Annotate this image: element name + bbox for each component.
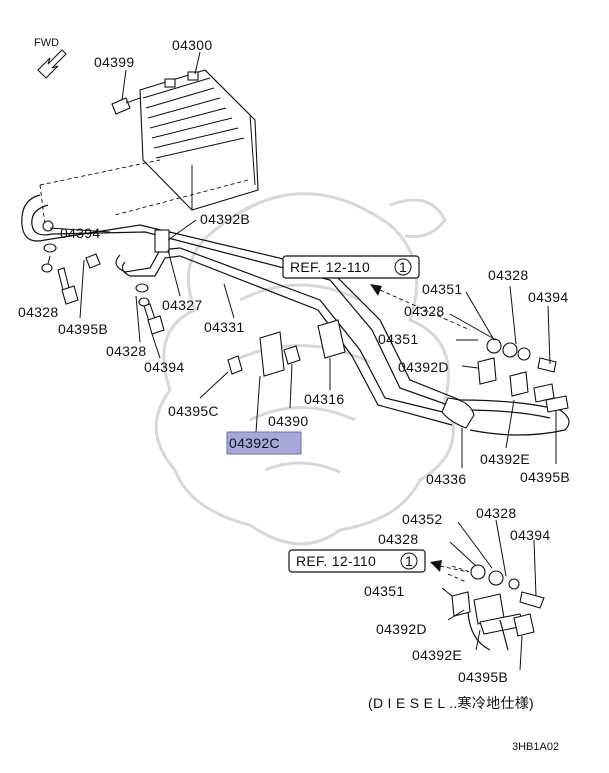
- hose-04336: [441, 397, 475, 429]
- bolt-04399: [111, 97, 141, 115]
- label-04328-b[interactable]: 04328: [106, 343, 146, 359]
- label-04352[interactable]: 04352: [402, 511, 442, 527]
- clip-04390: [283, 345, 301, 365]
- fwd-label: FWD: [34, 37, 59, 49]
- label-04392e-b[interactable]: 04392E: [412, 647, 462, 663]
- label-04328-c[interactable]: 04328: [404, 303, 444, 319]
- label-04394-b[interactable]: 04394: [144, 359, 184, 375]
- part-labels: 04300 04399 04392B 04394 04328 04395B 04…: [18, 37, 570, 685]
- oil-pipes: [21, 194, 570, 436]
- label-04351-b[interactable]: 04351: [378, 331, 418, 347]
- label-04392d-a[interactable]: 04392D: [398, 359, 449, 375]
- fwd-arrow-icon: [37, 49, 67, 79]
- label-04351-a[interactable]: 04351: [422, 281, 462, 297]
- label-04399[interactable]: 04399: [94, 54, 134, 70]
- label-04300[interactable]: 04300: [172, 37, 212, 53]
- upper-right-assembly: [477, 338, 569, 413]
- label-04327[interactable]: 04327: [162, 297, 202, 313]
- label-04328-f[interactable]: 04328: [378, 531, 418, 547]
- label-04351-c[interactable]: 04351: [364, 583, 404, 599]
- diesel-note: (D I E S E L ..寒冷地仕様): [368, 695, 534, 711]
- ref-number-circle-upper: [394, 258, 412, 276]
- label-04328-d[interactable]: 04328: [488, 267, 528, 283]
- clamp-04392c: [259, 331, 285, 377]
- label-04390[interactable]: 04390: [268, 413, 308, 429]
- ref-box-upper[interactable]: [282, 255, 420, 279]
- label-04316[interactable]: 04316: [304, 391, 344, 407]
- ref-number-lower: 1: [405, 553, 413, 569]
- label-04394-a[interactable]: 04394: [60, 225, 100, 241]
- ref-number-circle-lower: [400, 552, 418, 570]
- bolt-04395c: [227, 355, 243, 375]
- clamp-04316: [317, 319, 346, 359]
- oil-cooler: [139, 69, 259, 211]
- leader-lines: [47, 219, 557, 671]
- highlighted-part-marker: [226, 431, 302, 455]
- label-04392b[interactable]: 04392B: [200, 211, 250, 227]
- diagram-code: 3HB1A02: [512, 741, 559, 753]
- left-small-parts: [41, 220, 165, 335]
- label-04394-d[interactable]: 04394: [510, 527, 550, 543]
- ref-arrow-upper: [370, 284, 471, 331]
- lower-right-assembly: [447, 564, 545, 651]
- label-04392c[interactable]: 04392C: [229, 435, 280, 451]
- label-04395b-c[interactable]: 04395B: [458, 669, 508, 685]
- label-04328-a[interactable]: 04328: [18, 304, 58, 320]
- watermark-emblem: [154, 192, 455, 546]
- clamp-04392b: [154, 229, 170, 253]
- label-04395b-b[interactable]: 04395B: [520, 469, 570, 485]
- label-04395c[interactable]: 04395C: [168, 403, 219, 419]
- ref-arrow-lower: [430, 560, 469, 573]
- label-04336[interactable]: 04336: [426, 471, 466, 487]
- label-04328-e[interactable]: 04328: [476, 505, 516, 521]
- label-04331[interactable]: 04331: [204, 319, 244, 335]
- label-04394-c[interactable]: 04394: [528, 289, 568, 305]
- label-04392d-b[interactable]: 04392D: [376, 621, 427, 637]
- label-04395b-a[interactable]: 04395B: [58, 321, 108, 337]
- ref-label-upper[interactable]: REF. 12-110: [290, 259, 370, 275]
- ref-label-lower[interactable]: REF. 12-110: [296, 553, 376, 569]
- ref-number-upper: 1: [399, 259, 407, 275]
- label-04392e-a[interactable]: 04392E: [480, 451, 530, 467]
- ref-box-lower[interactable]: [288, 549, 426, 573]
